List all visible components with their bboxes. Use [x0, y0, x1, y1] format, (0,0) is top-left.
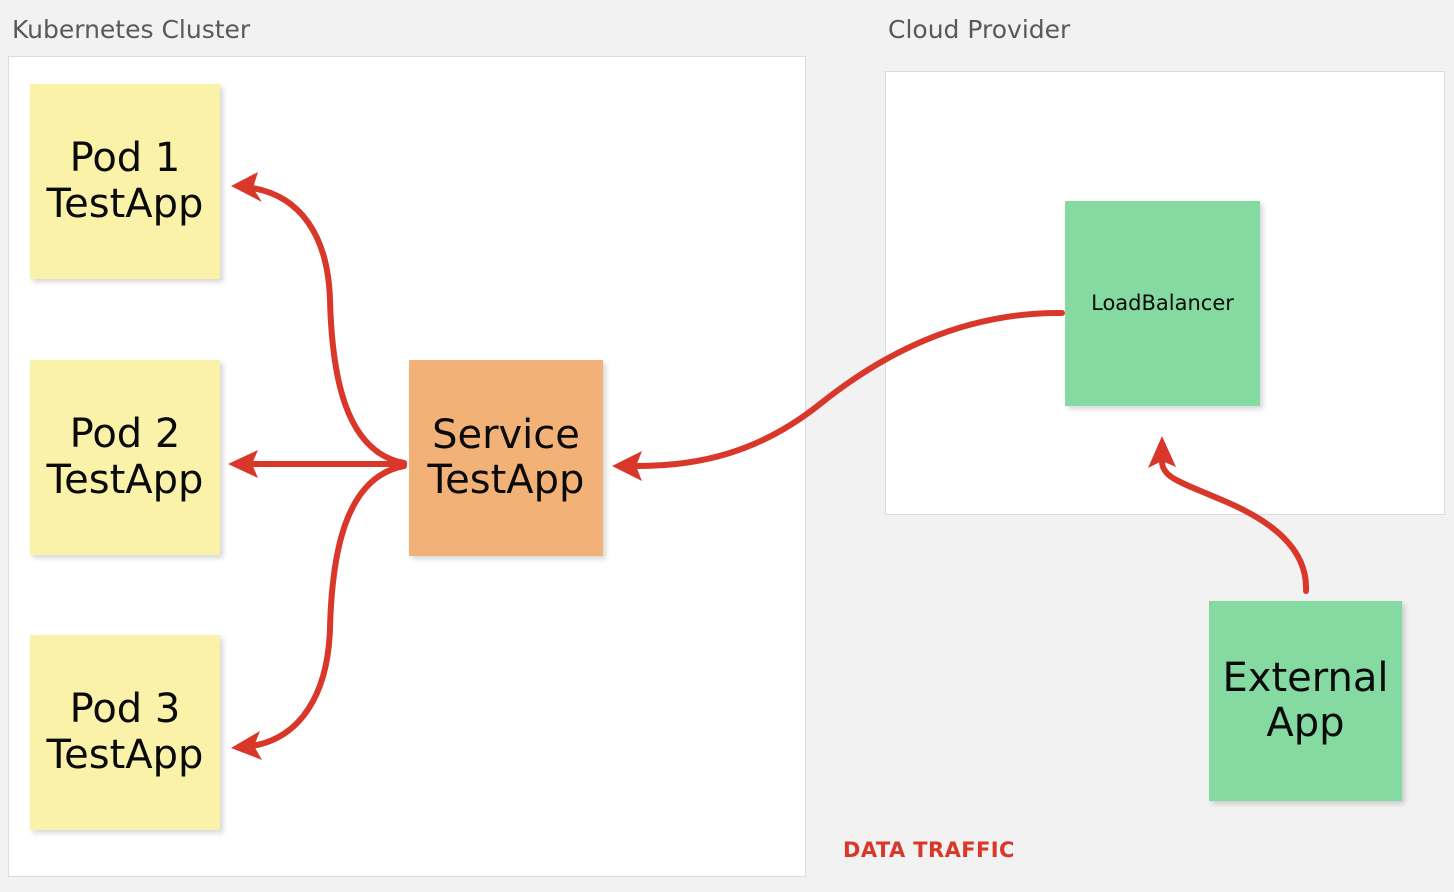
node-service-subtitle: TestApp	[427, 457, 585, 503]
node-service[interactable]: Service TestApp	[409, 360, 603, 556]
node-external-app-subtitle: App	[1266, 700, 1345, 746]
node-pod-2-subtitle: TestApp	[46, 456, 204, 503]
node-pod-1-title: Pod 1	[69, 135, 181, 182]
cloud-provider-label: Cloud Provider	[888, 15, 1071, 44]
node-pod-3-subtitle: TestApp	[46, 731, 204, 778]
node-pod-2-title: Pod 2	[69, 411, 181, 458]
node-pod-2[interactable]: Pod 2 TestApp	[30, 360, 220, 555]
node-pod-3-title: Pod 3	[69, 686, 181, 733]
node-pod-3-text: Pod 3 TestApp	[46, 686, 204, 778]
node-loadbalancer[interactable]: LoadBalancer	[1065, 201, 1260, 406]
node-external-app[interactable]: External App	[1209, 601, 1402, 801]
node-loadbalancer-title: LoadBalancer	[1091, 290, 1234, 315]
data-traffic-legend: DATA TRAFFIC	[843, 838, 1015, 862]
node-service-title: Service	[432, 411, 580, 458]
node-external-app-title: External	[1222, 654, 1389, 701]
node-pod-1-subtitle: TestApp	[46, 180, 204, 227]
node-service-text: Service TestApp	[427, 411, 585, 503]
node-pod-1-text: Pod 1 TestApp	[46, 135, 204, 227]
kubernetes-cluster-label: Kubernetes Cluster	[12, 15, 251, 44]
node-pod-3[interactable]: Pod 3 TestApp	[30, 635, 220, 830]
node-pod-1[interactable]: Pod 1 TestApp	[30, 84, 220, 279]
node-external-app-text: External App	[1222, 654, 1389, 746]
node-pod-2-text: Pod 2 TestApp	[46, 411, 204, 503]
